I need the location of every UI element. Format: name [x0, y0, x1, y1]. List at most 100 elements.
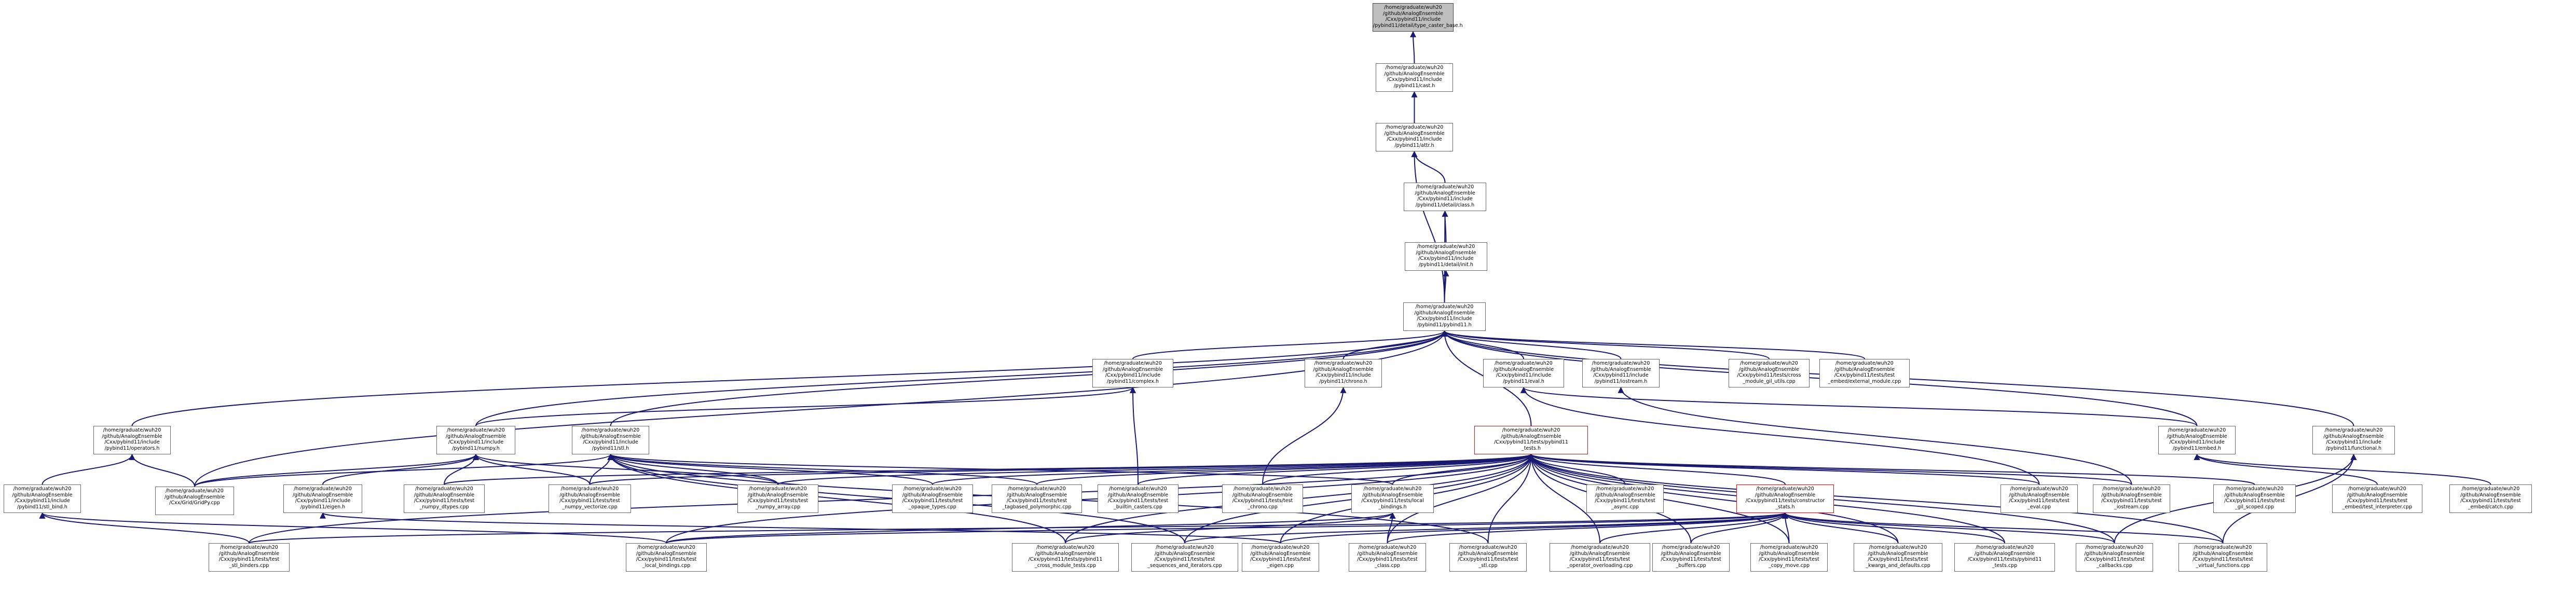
node-cross-module-gil[interactable]: /home/graduate/wuh20 /github/AnalogEnsem… [1729, 359, 1810, 387]
edge-class-to-attr [1411, 150, 1446, 183]
node-opaque-types[interactable]: /home/graduate/wuh20 /github/AnalogEnsem… [892, 484, 973, 513]
node-eigen[interactable]: /home/graduate/wuh20 /github/AnalogEnsem… [283, 484, 362, 513]
edge-numpy-vectorize-to-numpy [473, 453, 591, 485]
edge-local-bindings-to-stl-bind [39, 512, 667, 544]
node-builtin-casters[interactable]: /home/graduate/wuh20 /github/AnalogEnsem… [1098, 484, 1179, 513]
node-tagbased[interactable]: /home/graduate/wuh20 /github/AnalogEnsem… [992, 484, 1082, 513]
node-gil-scoped[interactable]: /home/graduate/wuh20 /github/AnalogEnsem… [2213, 484, 2296, 513]
node-buffers[interactable]: /home/graduate/wuh20 /github/AnalogEnsem… [1652, 543, 1730, 572]
node-chrono-cpp[interactable]: /home/graduate/wuh20 /github/AnalogEnsem… [1222, 484, 1303, 513]
edge-virtual-functions-to-tests-h [1528, 453, 2224, 544]
edge-operators-to-pybind11 [131, 330, 1448, 426]
edge-opaque-types-to-tests-h [932, 453, 1534, 485]
edge-class-cpp-to-local-bindings-h [1387, 512, 1396, 544]
edge-gridpy-to-pybind11 [194, 330, 1448, 487]
node-catch[interactable]: /home/graduate/wuh20 /github/AnalogEnsem… [2449, 484, 2532, 513]
edge-catch-to-embed [2194, 453, 2491, 485]
edge-cast-to-type-caster-base [1410, 31, 1417, 64]
node-eigen-cpp[interactable]: /home/graduate/wuh20 /github/AnalogEnsem… [1242, 543, 1319, 572]
node-gridpy[interactable]: /home/graduate/wuh20 /github/AnalogEnsem… [155, 487, 234, 515]
node-eval[interactable]: /home/graduate/wuh20 /github/AnalogEnsem… [1483, 359, 1564, 387]
edge-numpy-array-to-stl [607, 453, 778, 485]
node-chrono[interactable]: /home/graduate/wuh20 /github/AnalogEnsem… [1305, 359, 1382, 387]
edge-external-module-to-pybind11 [1441, 330, 1865, 359]
edge-numpy-to-complex [475, 386, 1136, 426]
node-eval-cpp[interactable]: /home/graduate/wuh20 /github/AnalogEnsem… [2000, 484, 2078, 513]
node-constructor-stats[interactable]: /home/graduate/wuh20 /github/AnalogEnsem… [1736, 484, 1834, 513]
node-kwargs[interactable]: /home/graduate/wuh20 /github/AnalogEnsem… [1854, 543, 1942, 572]
node-stl-binders[interactable]: /home/graduate/wuh20 /github/AnalogEnsem… [209, 543, 290, 572]
edge-eigen-cpp-to-constructor-stats [1280, 512, 1788, 544]
node-interpreter[interactable]: /home/graduate/wuh20 /github/AnalogEnsem… [2332, 484, 2422, 513]
edge-iostream-to-pybind11 [1441, 330, 1622, 359]
edge-gridpy-to-stl [194, 453, 614, 487]
node-iostream-cpp[interactable]: /home/graduate/wuh20 /github/AnalogEnsem… [2093, 484, 2170, 513]
node-local-bindings-h[interactable]: /home/graduate/wuh20 /github/AnalogEnsem… [1351, 484, 1434, 513]
node-iostream[interactable]: /home/graduate/wuh20 /github/AnalogEnsem… [1582, 359, 1660, 387]
node-cast[interactable]: /home/graduate/wuh20 /github/AnalogEnsem… [1376, 63, 1453, 92]
node-stl-bind[interactable]: /home/graduate/wuh20 /github/AnalogEnsem… [4, 484, 81, 513]
node-class[interactable]: /home/graduate/wuh20 /github/AnalogEnsem… [1404, 183, 1486, 211]
edge-chrono-cpp-to-tests-h [1262, 453, 1534, 485]
node-virtual-functions[interactable]: /home/graduate/wuh20 /github/AnalogEnsem… [2178, 543, 2267, 572]
node-init[interactable]: /home/graduate/wuh20 /github/AnalogEnsem… [1405, 242, 1487, 271]
node-operators[interactable]: /home/graduate/wuh20 /github/AnalogEnsem… [93, 426, 171, 454]
node-local-bindings[interactable]: /home/graduate/wuh20 /github/AnalogEnsem… [626, 543, 707, 572]
edge-complex-to-pybind11 [1132, 330, 1448, 359]
edge-gridpy-to-numpy [194, 453, 479, 487]
edge-builtin-casters-to-complex [1130, 386, 1139, 485]
edge-builtin-casters-to-tests-h [1138, 453, 1534, 485]
edge-pybind11-tests-cpp-to-constructor-stats [1782, 512, 2005, 544]
node-embed[interactable]: /home/graduate/wuh20 /github/AnalogEnsem… [2158, 426, 2236, 454]
edge-numpy-array-to-tests-h [777, 453, 1534, 485]
edge-async-to-tests-h [1528, 453, 1626, 485]
edge-chrono-cpp-to-chrono [1262, 386, 1347, 485]
edge-interpreter-to-embed [2194, 453, 2378, 485]
node-pybind11[interactable]: /home/graduate/wuh20 /github/AnalogEnsem… [1403, 302, 1486, 331]
node-stl-cpp[interactable]: /home/graduate/wuh20 /github/AnalogEnsem… [1449, 543, 1527, 572]
node-pybind11-tests-cpp[interactable]: /home/graduate/wuh20 /github/AnalogEnsem… [1954, 543, 2055, 572]
node-external-module[interactable]: /home/graduate/wuh20 /github/AnalogEnsem… [1819, 359, 1910, 387]
edge-virtual-functions-to-constructor-stats [1782, 512, 2224, 544]
edge-stl-cpp-to-tests-h [1487, 453, 1534, 544]
node-numpy-dtypes[interactable]: /home/graduate/wuh20 /github/AnalogEnsem… [404, 484, 485, 513]
edge-stl-bind-to-operators [42, 453, 135, 485]
edge-class-cpp-to-constructor-stats [1387, 512, 1788, 544]
edge-eval-cpp-to-eval [1520, 386, 2040, 485]
edge-cross-module-tests-to-stl [607, 453, 1066, 544]
node-complex[interactable]: /home/graduate/wuh20 /github/AnalogEnsem… [1092, 359, 1173, 387]
node-seq-iter[interactable]: /home/graduate/wuh20 /github/AnalogEnsem… [1131, 543, 1238, 572]
node-functional[interactable]: /home/graduate/wuh20 /github/AnalogEnsem… [2312, 426, 2395, 454]
node-type-caster-base: /home/graduate/wuh20 /github/AnalogEnsem… [1373, 3, 1463, 32]
node-stl[interactable]: /home/graduate/wuh20 /github/AnalogEnsem… [572, 426, 649, 454]
node-numpy-array[interactable]: /home/graduate/wuh20 /github/AnalogEnsem… [737, 484, 818, 513]
edge-eigen-cpp-to-eigen [320, 512, 1281, 544]
edge-callbacks-to-constructor-stats [1782, 512, 2115, 544]
node-numpy[interactable]: /home/graduate/wuh20 /github/AnalogEnsem… [436, 426, 515, 454]
node-copy-move[interactable]: /home/graduate/wuh20 /github/AnalogEnsem… [1750, 543, 1828, 572]
edge-gil-scoped-to-tests-h [1528, 453, 2255, 485]
node-class-cpp[interactable]: /home/graduate/wuh20 /github/AnalogEnsem… [1349, 543, 1426, 572]
node-numpy-vectorize[interactable]: /home/graduate/wuh20 /github/AnalogEnsem… [549, 484, 631, 513]
edge-kwargs-to-constructor-stats [1782, 512, 1899, 544]
edge-buffers-to-constructor-stats [1690, 512, 1788, 544]
edge-numpy-vectorize-to-tests-h [589, 453, 1534, 485]
edge-embed-to-eval [1520, 386, 2198, 426]
node-async[interactable]: /home/graduate/wuh20 /github/AnalogEnsem… [1586, 484, 1664, 513]
edge-tagbased-to-stl [607, 453, 1037, 485]
edge-eigen-to-numpy [322, 453, 479, 485]
node-tests-h[interactable]: /home/graduate/wuh20 /github/AnalogEnsem… [1474, 426, 1588, 454]
edge-numpy-vectorize-to-stl [589, 453, 614, 485]
node-attr[interactable]: /home/graduate/wuh20 /github/AnalogEnsem… [1376, 123, 1453, 151]
edge-numpy-to-pybind11 [475, 330, 1448, 426]
edge-eval-cpp-to-tests-h [1528, 453, 2040, 485]
edge-op-overloading-to-constructor-stats [1599, 512, 1788, 544]
edge-numpy-array-to-numpy [473, 453, 778, 485]
edge-stl-binders-to-stl-bind [39, 512, 250, 544]
node-op-overloading[interactable]: /home/graduate/wuh20 /github/AnalogEnsem… [1550, 543, 1650, 572]
node-callbacks[interactable]: /home/graduate/wuh20 /github/AnalogEnsem… [2076, 543, 2153, 572]
edge-stl-to-pybind11 [610, 330, 1448, 426]
edge-class-cpp-to-tests-h [1387, 453, 1534, 544]
node-cross-module-tests[interactable]: /home/graduate/wuh20 /github/AnalogEnsem… [1012, 543, 1119, 572]
